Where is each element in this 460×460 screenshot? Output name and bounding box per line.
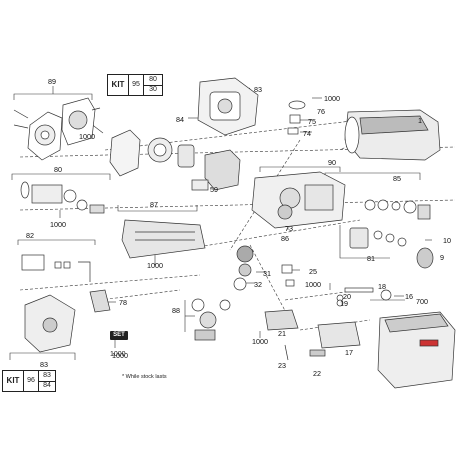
part-21-sketch xyxy=(264,309,299,331)
callout-82: 82 xyxy=(26,231,34,240)
callout-1000-g: 1000 xyxy=(112,351,128,360)
part-30-31-sketch xyxy=(233,245,254,291)
callout-20: 20 xyxy=(343,292,351,301)
callout-1000-f: 1000 xyxy=(252,337,268,346)
callout-83-bottom: 83 xyxy=(40,360,48,369)
part-16-20-sketch xyxy=(336,287,392,307)
part-78-sketch xyxy=(89,289,111,313)
kit-95-code: 95 xyxy=(129,75,144,95)
part-85-sketch xyxy=(364,199,431,220)
callout-87: 87 xyxy=(150,200,158,209)
footnote-stock: * While stock lasts xyxy=(122,374,167,380)
part-90-sketch xyxy=(251,171,346,229)
kit-96-code: 96 xyxy=(24,371,39,391)
callout-1000-d: 1000 xyxy=(147,261,163,270)
callout-86: 86 xyxy=(281,234,289,243)
callout-9: 9 xyxy=(440,253,444,262)
callout-1: 1 xyxy=(418,116,422,125)
callout-10: 10 xyxy=(443,236,451,245)
set-number: 1000 xyxy=(110,351,126,358)
callout-74: 74 xyxy=(303,129,311,138)
callout-1000-a: 1000 xyxy=(324,94,340,103)
kit-96-part-2: 84 xyxy=(43,382,51,389)
callout-75: 75 xyxy=(308,117,316,126)
part-25-sketch xyxy=(281,264,295,287)
part-87-sketch xyxy=(121,219,206,259)
part-82-sketch xyxy=(21,254,91,282)
part-83-lower-sketch xyxy=(24,294,76,353)
part-1-sketch xyxy=(344,109,441,161)
part-700-case-sketch xyxy=(377,311,456,389)
kit-96-label: KIT xyxy=(3,371,24,391)
callout-80: 80 xyxy=(54,165,62,174)
part-80-sketch xyxy=(20,181,105,214)
callout-700: 700 xyxy=(416,297,428,306)
callout-88: 88 xyxy=(172,306,180,315)
kit-95-part-1: 80 xyxy=(144,75,162,86)
callout-1000-e: 1000 xyxy=(305,280,321,289)
callout-81: 81 xyxy=(367,254,375,263)
callout-31: 31 xyxy=(263,269,271,278)
callout-78: 78 xyxy=(119,298,127,307)
callout-22: 22 xyxy=(313,369,321,378)
kit-95-box: KIT 95 80 30 xyxy=(107,74,163,96)
callout-19: 19 xyxy=(340,299,348,308)
set-badge: SET xyxy=(110,331,128,340)
part-89-sketch xyxy=(13,97,101,161)
part-83-sketch xyxy=(197,77,259,136)
callout-32: 32 xyxy=(254,280,262,289)
callout-16: 16 xyxy=(405,292,413,301)
callout-90: 90 xyxy=(328,158,336,167)
callout-1000-c: 1000 xyxy=(50,220,66,229)
callout-23: 23 xyxy=(278,361,286,370)
kit-95-label: KIT xyxy=(108,75,129,95)
part-81-sketch xyxy=(349,227,434,269)
part-sketches xyxy=(13,77,456,389)
callout-73: 73 xyxy=(285,224,293,233)
kit-96-part-1: 83 xyxy=(39,371,55,382)
callout-25: 25 xyxy=(309,267,317,276)
callout-76: 76 xyxy=(317,107,325,116)
part-84-sketch xyxy=(109,129,241,191)
callout-85: 85 xyxy=(393,174,401,183)
callout-84: 84 xyxy=(176,115,184,124)
part-22-23-sketch xyxy=(284,344,326,361)
callout-21: 21 xyxy=(278,329,286,338)
part-74-76-sketch xyxy=(287,100,306,135)
callout-1000-b: 1000 xyxy=(79,132,95,141)
callout-labels: 89 83 84 1000 76 75 74 1 1000 80 90 59 8… xyxy=(26,77,451,378)
kit-96-box: KIT 96 83 84 xyxy=(2,370,56,392)
kit-95-part-2: 30 xyxy=(149,86,157,93)
callout-59: 59 xyxy=(210,185,218,194)
callout-83-top: 83 xyxy=(254,85,262,94)
callout-18: 18 xyxy=(378,282,386,291)
callout-89: 89 xyxy=(48,77,56,86)
part-17-sketch xyxy=(317,321,361,349)
callout-17: 17 xyxy=(345,348,353,357)
part-73-sketch xyxy=(277,204,293,220)
part-88-sketch xyxy=(191,298,231,341)
